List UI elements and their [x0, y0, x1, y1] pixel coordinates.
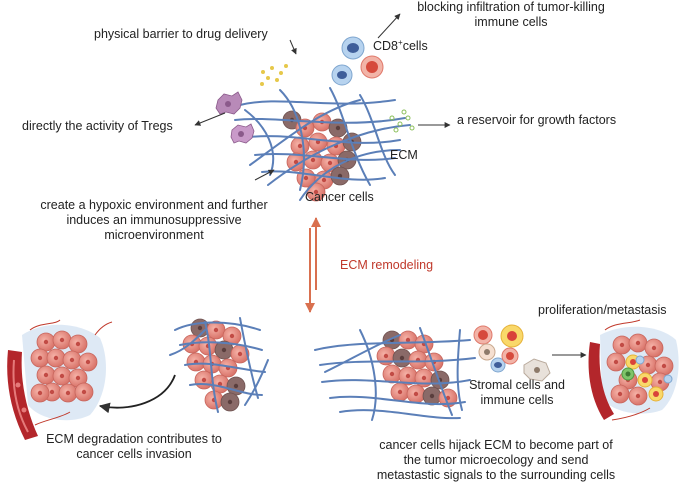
top-pointer-arrows: [194, 13, 451, 181]
top-ecm-fibers: [234, 87, 411, 201]
blocking-line-1: blocking infiltration of tumor-killing: [417, 0, 605, 14]
stromal-line-1: Stromal cells and: [469, 378, 565, 392]
stromal-label: Stromal cells and immune cells: [462, 378, 572, 408]
physical-barrier-label: physical barrier to drug delivery: [94, 27, 268, 41]
proliferation-label: proliferation/metastasis: [538, 303, 667, 317]
degradation-line-1: ECM degradation contributes to: [46, 432, 222, 446]
hypoxic-line-2: induces an immunosuppressive: [66, 213, 242, 227]
remodeling-arrows: [305, 217, 321, 313]
cd8-cells-label: CD8+cells: [373, 37, 428, 54]
metastasis-cells: [606, 333, 674, 406]
hijack-line-3: metastastic signals to the surrounding c…: [376, 468, 616, 482]
ecm-remodeling-label: ECM remodeling: [340, 258, 434, 272]
hypoxic-line-1: create a hypoxic environment and further: [40, 198, 268, 212]
hijack-line-2: the tumor microecology and send: [403, 453, 589, 467]
blocking-line-2: immune cells: [474, 15, 548, 29]
degradation-line-2: cancer cells invasion: [76, 447, 192, 461]
hijack-label: cancer cells hijack ECM to become part o…: [346, 438, 646, 483]
hypoxic-line-3: microenvironment: [104, 228, 204, 242]
reservoir-label: a reservoir for growth factors: [457, 113, 617, 127]
hijack-immune-cells: [473, 324, 551, 382]
metastasis-vessel: [588, 319, 679, 421]
cancer-cells-label: Cancer cells: [305, 190, 374, 204]
blocking-infiltration-label: blocking infiltration of tumor-killing i…: [396, 0, 626, 30]
ecm-label: ECM: [390, 148, 418, 162]
degradation-label: ECM degradation contributes to cancer ce…: [12, 432, 256, 462]
degraded-ecm-cluster: [169, 317, 269, 413]
tregs-label: directly the activity of Tregs: [22, 119, 173, 133]
hijack-ecm-cluster: [314, 324, 551, 421]
stromal-line-2: immune cells: [480, 393, 554, 407]
drug-particles: [260, 64, 288, 86]
cd8-base: CD8: [373, 39, 399, 53]
hijack-line-1: cancer cells hijack ECM to become part o…: [379, 438, 613, 452]
hypoxic-label: create a hypoxic environment and further…: [18, 198, 290, 243]
cd8-t-cells: [331, 36, 384, 86]
top-tumor-cluster: [194, 13, 451, 202]
invasion-arrow: [98, 374, 176, 414]
cd8-superscript: +: [398, 37, 403, 47]
left-vessel-invasion: [7, 319, 113, 440]
growth-factor-dots: [389, 109, 415, 133]
treg-cells: [215, 91, 255, 144]
cd8-suffix: cells: [402, 39, 428, 53]
